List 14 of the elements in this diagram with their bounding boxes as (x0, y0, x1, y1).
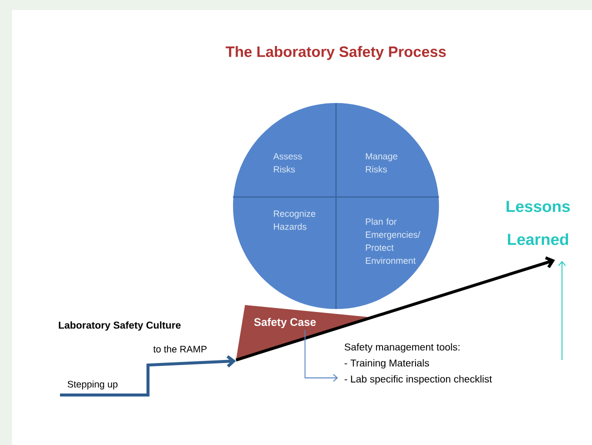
lessons-learned-text: Lessons Learned (506, 200, 570, 246)
arrow (236, 256, 555, 362)
title: The Laboratory Safety Process (226, 46, 446, 60)
quadrant-label: Plan for Emergencies/ Protect Environment (366, 218, 420, 264)
text-label: to the RAMP (153, 346, 207, 352)
quadrant-label: Manage Risks (366, 153, 398, 172)
text-label: Laboratory Safety Culture (58, 321, 181, 331)
arrow (304, 330, 338, 382)
text-label: Stepping up (68, 380, 118, 390)
pie-circle (233, 103, 439, 309)
quadrant-label: Assess Risks (273, 153, 302, 172)
quadrant-label: Recognize Hazards (274, 210, 316, 230)
arrow (60, 355, 236, 396)
arrow (558, 261, 566, 360)
